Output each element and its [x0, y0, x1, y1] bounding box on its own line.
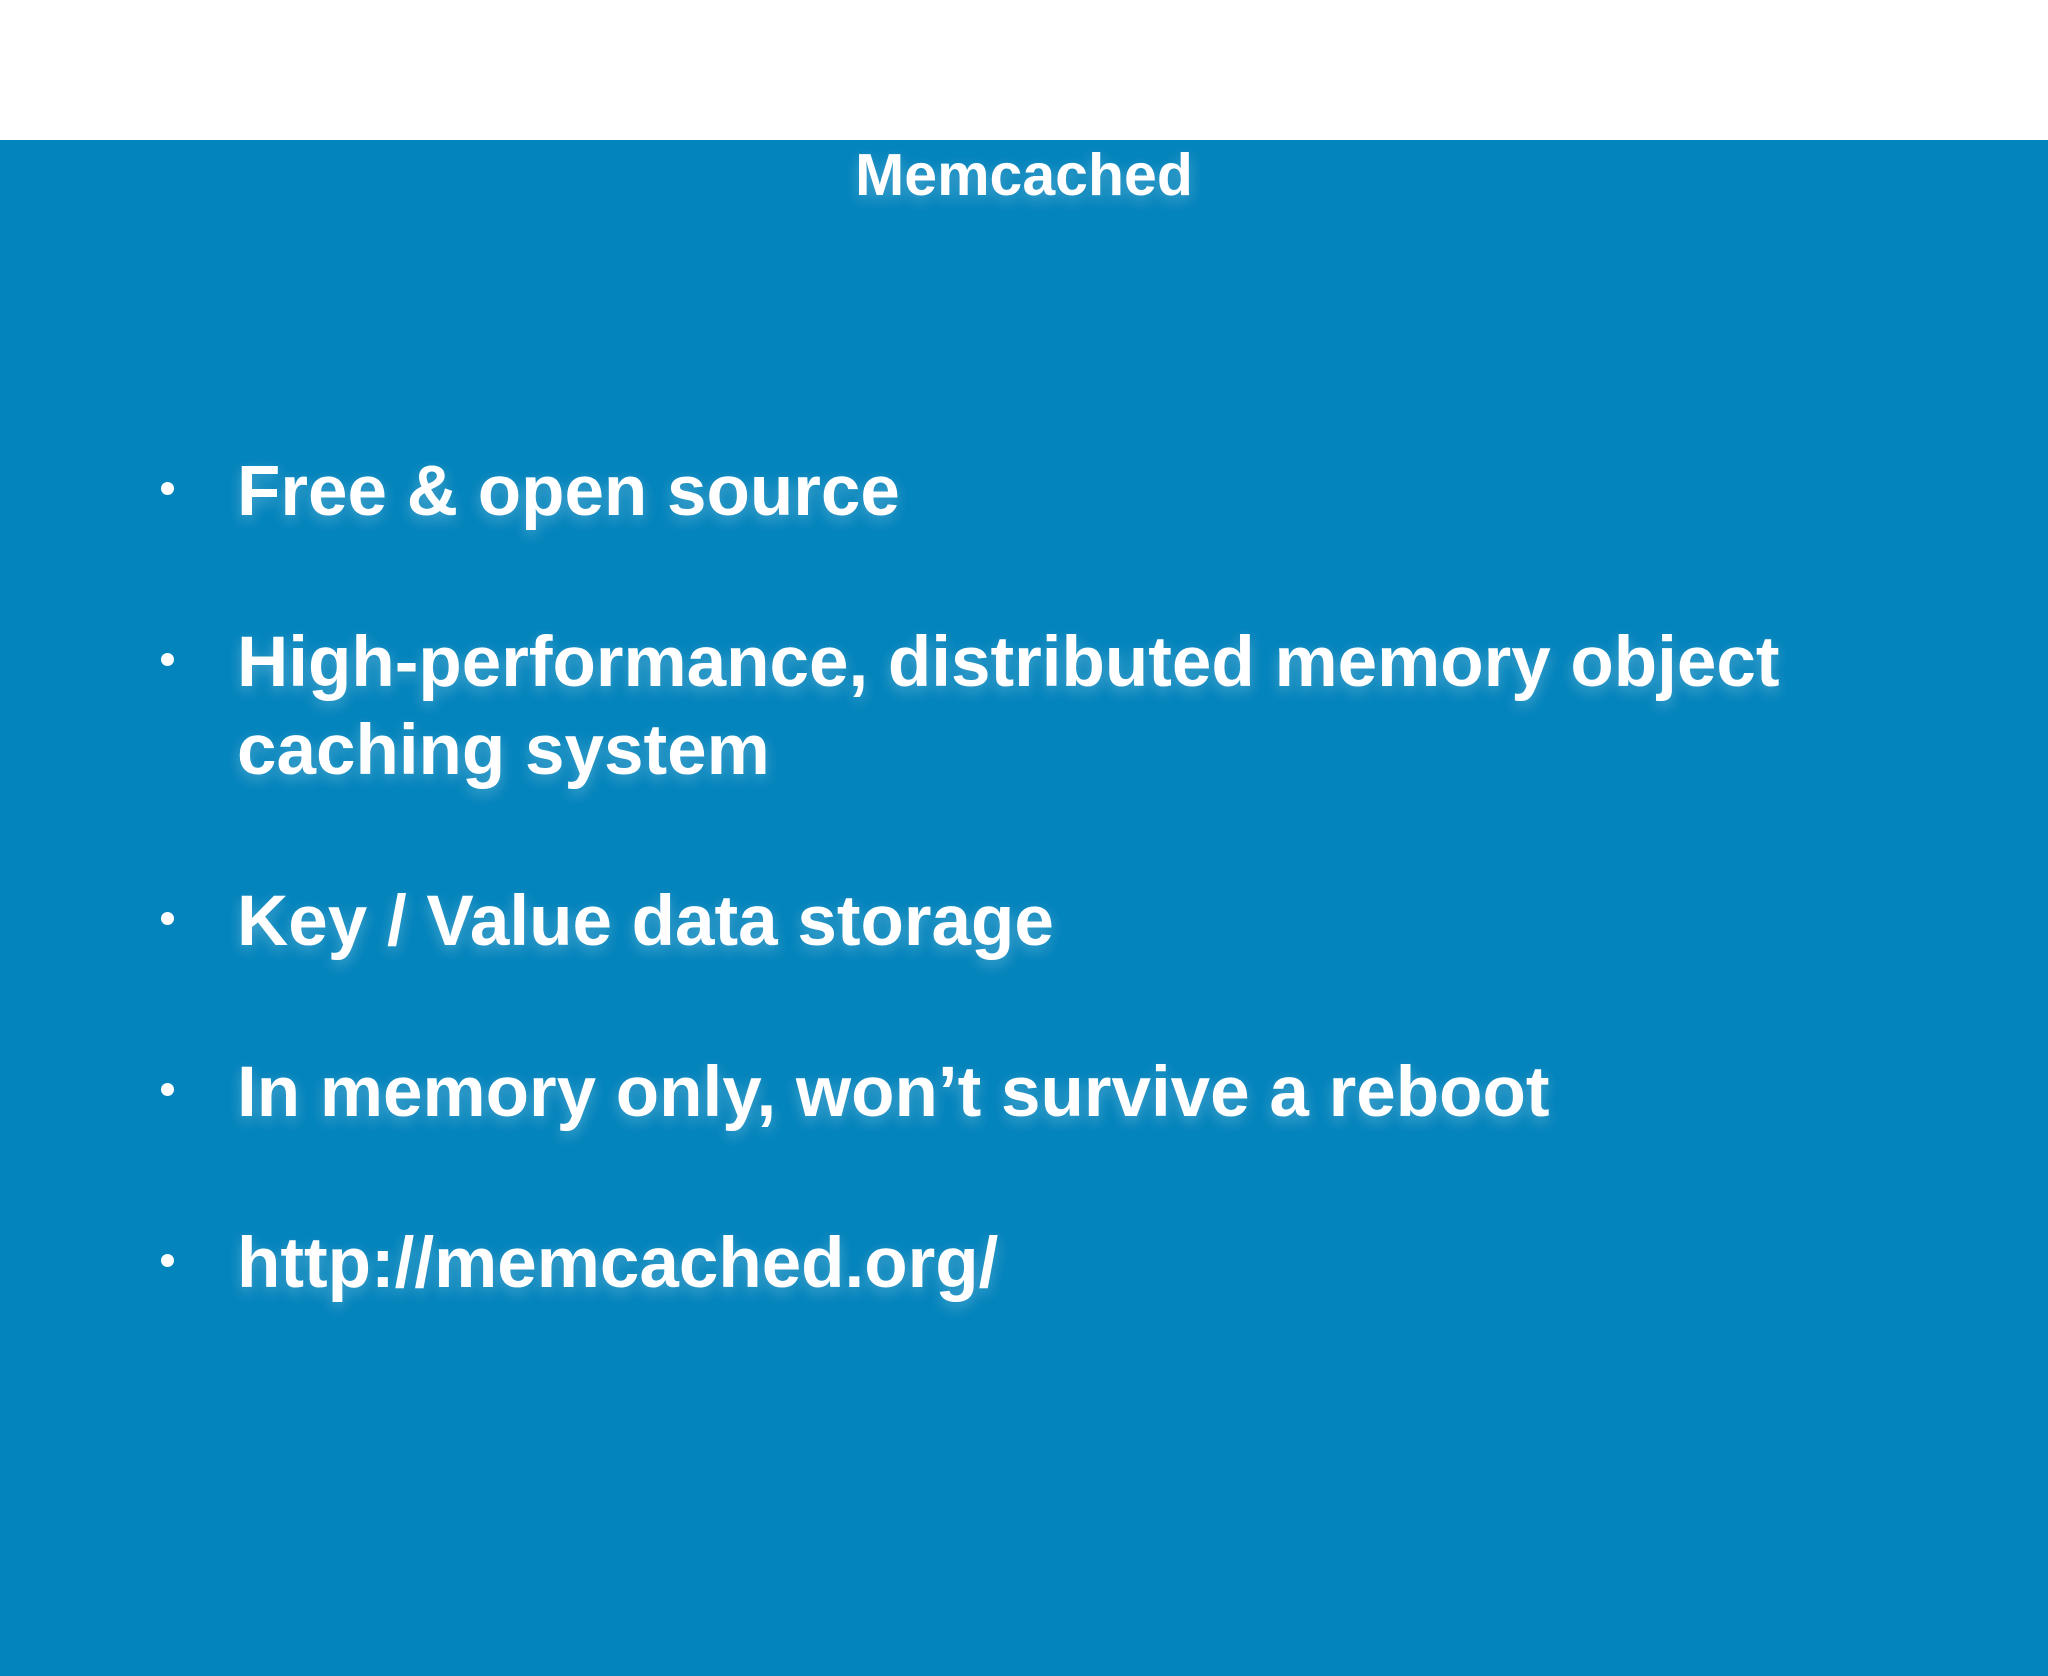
bullet-dot-icon — [161, 912, 174, 925]
bullet-item: High-performance, distributed memory obj… — [161, 619, 2008, 795]
bullet-dot-icon — [161, 1083, 174, 1096]
bullet-item: Free & open source — [161, 448, 2008, 536]
bullet-item: http://memcached.org/ — [161, 1220, 2008, 1308]
bullet-item: In memory only, won’t survive a reboot — [161, 1049, 2008, 1137]
bullet-text-key-value-storage: Key / Value data storage — [237, 882, 1054, 961]
bullet-text-free-open-source: Free & open source — [237, 452, 900, 531]
slide-title: Memcached — [855, 142, 1193, 208]
bullet-dot-icon — [161, 653, 174, 666]
bullet-text-memcached-url: http://memcached.org/ — [237, 1224, 999, 1303]
slide: Memcached Free & open source High-perfor… — [0, 140, 2048, 1676]
bullet-text-in-memory-only: In memory only, won’t survive a reboot — [237, 1053, 1550, 1132]
bullet-list: Free & open source High-performance, dis… — [0, 448, 2048, 1308]
bullet-dot-icon — [161, 1254, 174, 1267]
bullet-text-high-performance: High-performance, distributed memory obj… — [237, 623, 1780, 790]
bullet-dot-icon — [161, 482, 174, 495]
bullet-item: Key / Value data storage — [161, 878, 2008, 966]
